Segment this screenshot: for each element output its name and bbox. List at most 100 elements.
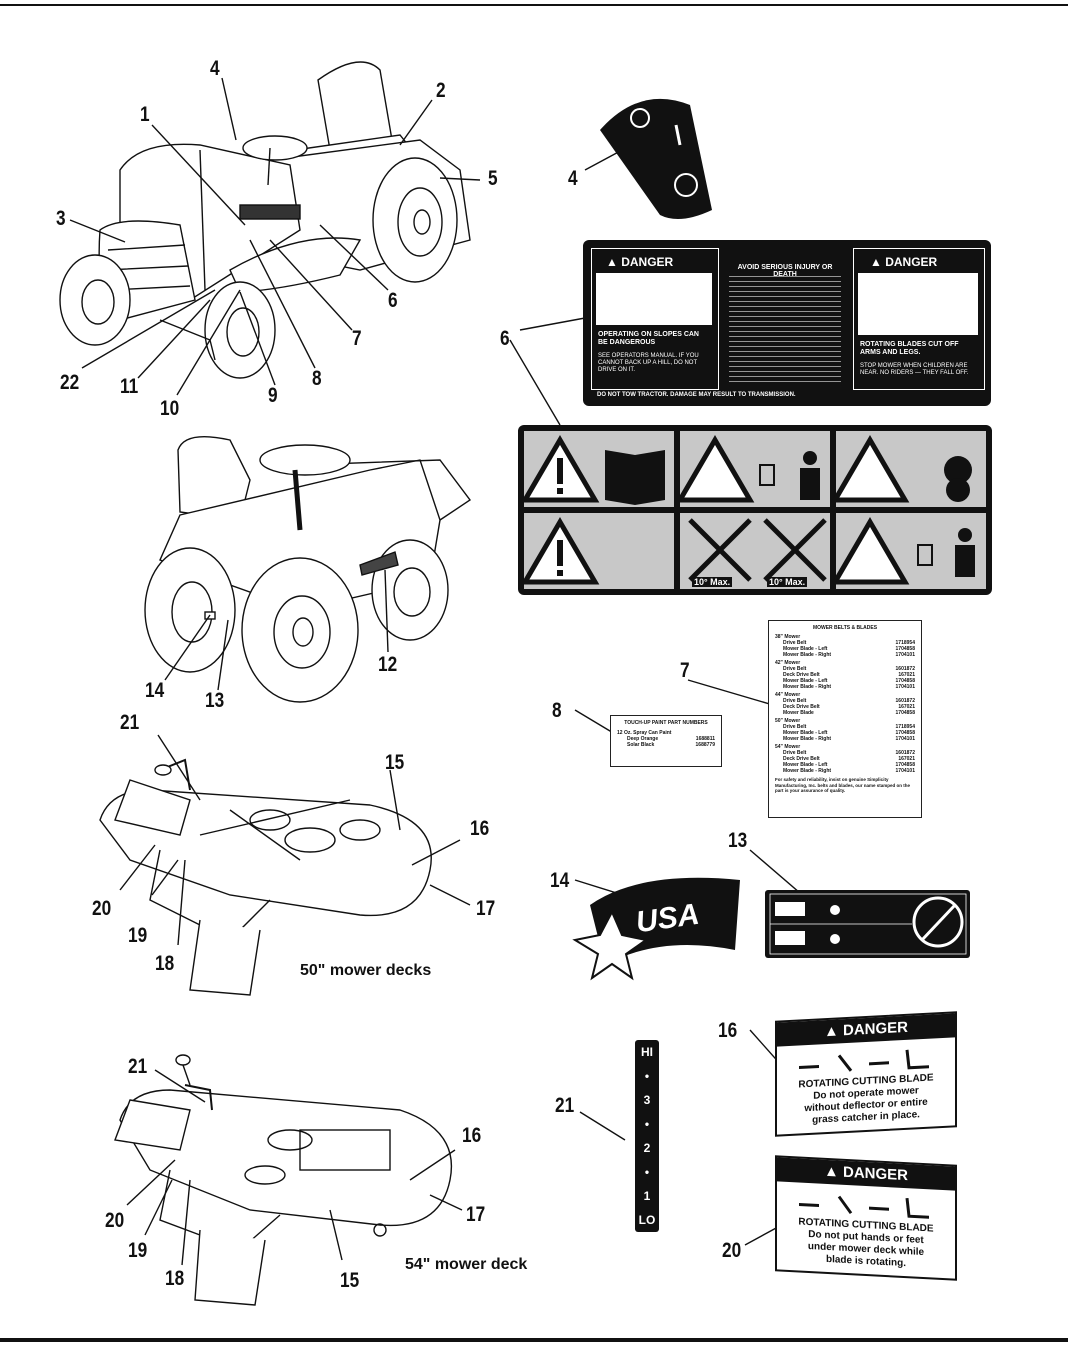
decal-6-left-small: SEE OPERATORS MANUAL. IF YOU CANNOT BACK…	[598, 353, 699, 373]
hand-foot-icon	[799, 1049, 929, 1072]
slope-max-label-a: 10° Max.	[692, 577, 733, 587]
callout-1: 1	[140, 103, 150, 126]
callout-14-decal: 14	[550, 869, 570, 892]
danger-decal-20: ▲ DANGER ROTATING CUTTING BLADE Do not p…	[775, 1155, 957, 1281]
decal-7-row: 42" Mower	[775, 660, 801, 666]
decal-7-row: 38" Mower	[775, 634, 801, 640]
decal-7-title: MOWER BELTS & BLADES	[812, 625, 878, 631]
decal-6-right-panel: ▲ DANGER ROTATING BLADES CUT OFF ARMS AN…	[853, 248, 985, 390]
hand-foot-pictogram	[789, 1044, 939, 1078]
callout-15-deck54: 15	[340, 1269, 360, 1292]
callout-12: 12	[378, 653, 398, 676]
mark-dot: •	[644, 1117, 650, 1131]
callout-21: 21	[120, 711, 140, 734]
callout-14: 14	[145, 679, 165, 702]
decal-8-touch-up-paint: TOUCH-UP PAINT PART NUMBERS 12 Oz. Spray…	[610, 715, 722, 767]
deck-54-illustration	[114, 1054, 453, 1306]
callout-3: 3	[56, 207, 66, 230]
mark-3: 3	[643, 1093, 651, 1107]
decal-7-row: 54" Mower	[775, 744, 801, 750]
callout-6: 6	[388, 289, 398, 312]
callout-9: 9	[268, 384, 278, 407]
decal-16-title: ▲ DANGER	[777, 1013, 955, 1047]
callout-2: 2	[436, 79, 446, 102]
decal-6-right-text: ROTATING BLADES CUT OFF ARMS AND LEGS.	[860, 341, 959, 356]
callout-16-decal: 16	[718, 1019, 738, 1042]
decal-6-mid-title: AVOID SERIOUS INJURY OR DEATH	[737, 264, 833, 278]
decal-6-left-title: ▲ DANGER	[606, 255, 674, 269]
deck-50-caption: 50" mower decks	[300, 962, 432, 979]
callout-13-decal: 13	[728, 829, 748, 852]
decal-6-mid-lines	[729, 276, 841, 384]
callout-20-decal: 20	[722, 1239, 742, 1262]
decal-6-right-title: ▲ DANGER	[870, 255, 938, 269]
decal-13	[765, 890, 970, 958]
callout-5: 5	[488, 167, 498, 190]
tractor-rear-illustration	[144, 436, 472, 703]
decal-6-bottom-text: DO NOT TOW TRACTOR. DAMAGE MAY RESULT TO…	[597, 392, 796, 398]
hand-foot-icon	[799, 1195, 929, 1219]
slope-pictogram	[596, 273, 712, 325]
height-adjust-decal: HI • 3 • 2 • 1 LO	[635, 1040, 659, 1232]
decal-7-row: 50" Mower	[775, 718, 801, 724]
callout-8: 8	[312, 367, 322, 390]
pictogram-decal	[518, 425, 992, 595]
callout-17-deck54: 17	[466, 1203, 486, 1226]
callout-4-decal: 4	[568, 167, 578, 190]
callout-8-decal: 8	[552, 699, 562, 722]
decal-7-row: 44" Mower	[775, 692, 801, 698]
mark-2: 2	[643, 1141, 651, 1155]
blade-pictogram	[858, 273, 978, 335]
callout-16: 16	[470, 817, 490, 840]
danger-decal-16: ▲ DANGER ROTATING CUTTING BLADE Do not o…	[775, 1011, 957, 1137]
callout-16-deck54: 16	[462, 1124, 482, 1147]
decal-8-sub: 12 Oz. Spray Can Paint	[617, 730, 672, 736]
callout-10: 10	[160, 397, 180, 420]
mark-lo: LO	[638, 1213, 656, 1227]
decal-6-left-panel: ▲ DANGER OPERATING ON SLOPES CAN BE DANG…	[591, 248, 719, 390]
mark-1: 1	[643, 1189, 651, 1203]
callout-11: 11	[120, 375, 139, 398]
decal-6-left-text: OPERATING ON SLOPES CAN BE DANGEROUS	[598, 331, 699, 346]
callout-18: 18	[155, 952, 175, 975]
callout-13: 13	[205, 689, 225, 712]
decal-7-footer: For safety and reliability, insist on ge…	[775, 777, 911, 793]
mark-hi: HI	[641, 1045, 653, 1059]
tractor-front-illustration	[59, 61, 471, 379]
callout-7: 7	[352, 327, 362, 350]
usa-decal	[572, 877, 740, 981]
callout-6-decal: 6	[500, 327, 510, 350]
bottom-rule	[0, 1338, 1068, 1342]
hand-foot-pictogram	[789, 1188, 939, 1222]
callout-19: 19	[128, 924, 148, 947]
decal-6-mid-panel: AVOID SERIOUS INJURY OR DEATH	[723, 248, 847, 388]
slope-max-label-b: 10° Max.	[767, 577, 808, 587]
mark-dot: •	[644, 1165, 650, 1179]
deck-50-illustration	[99, 758, 432, 996]
callout-18-deck54: 18	[165, 1267, 185, 1290]
callout-21-decal: 21	[555, 1094, 575, 1117]
callout-17: 17	[476, 897, 496, 920]
decal-20-title: ▲ DANGER	[777, 1157, 955, 1191]
callout-22: 22	[60, 371, 80, 394]
callout-19-deck54: 19	[128, 1239, 148, 1262]
callout-20-deck54: 20	[105, 1209, 125, 1232]
decal-6-right-small: STOP MOWER WHEN CHILDREN ARE NEAR. NO RI…	[860, 363, 969, 376]
callout-20: 20	[92, 897, 112, 920]
